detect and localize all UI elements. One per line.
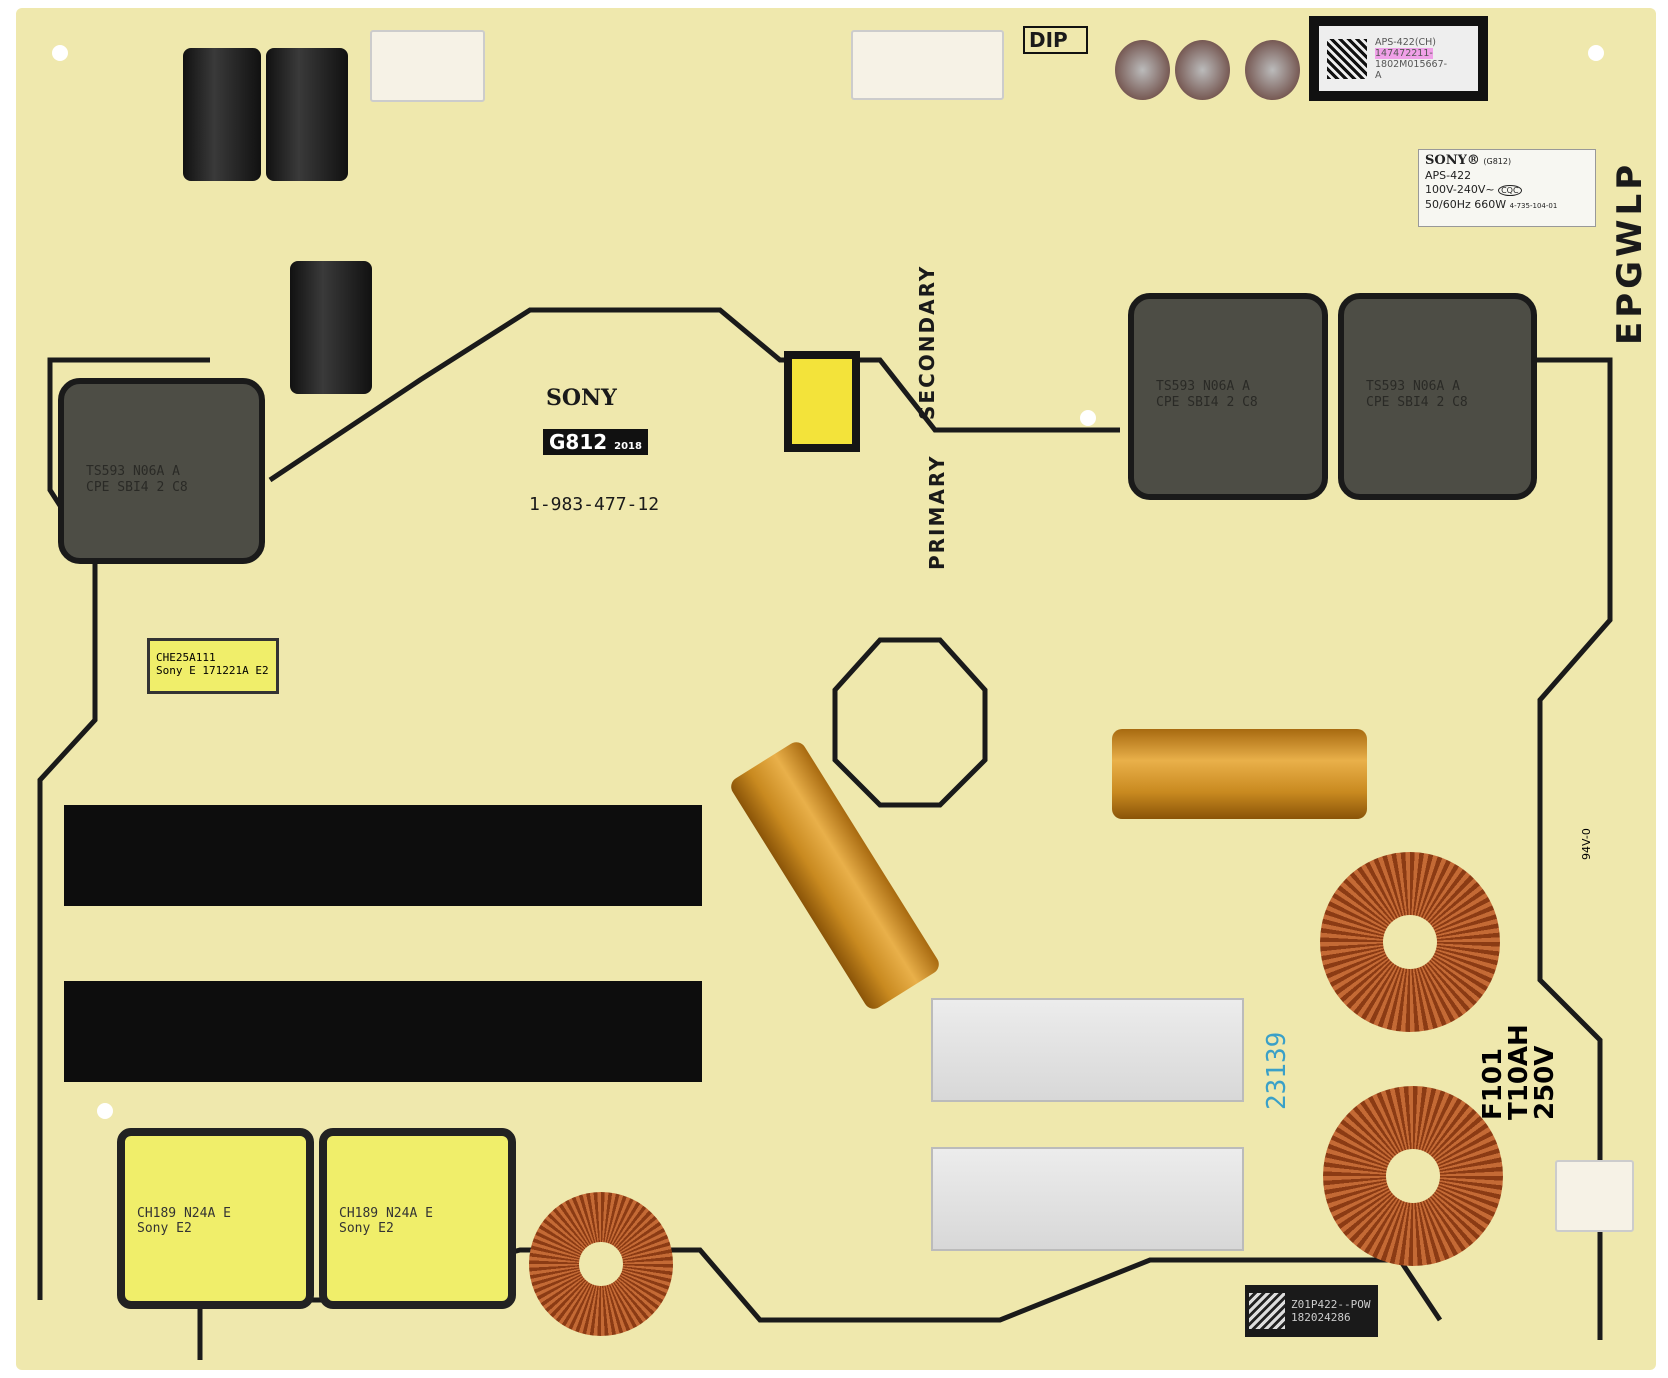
toroid-inductor xyxy=(529,1192,673,1336)
rating-voltage: 100V-240V~ xyxy=(1425,183,1495,196)
heatsink-d102 xyxy=(931,1147,1244,1251)
sticker-rev: A xyxy=(1375,69,1382,81)
rating-label: SONY® (G812) APS-422 100V-240V~ CQC 50/6… xyxy=(1418,149,1596,227)
serial-sticker: APS-422(CH) 147472211- 1802M015667- A xyxy=(1309,16,1488,101)
standby-transformer xyxy=(784,351,860,452)
toroid-inductor xyxy=(1323,1086,1503,1266)
fuse-voltage: 250V xyxy=(1530,1045,1560,1120)
sony-silkscreen: SONY xyxy=(546,385,617,411)
toroid-inductor xyxy=(1320,852,1500,1032)
model-badge: G812 2018 xyxy=(543,429,648,455)
heatsink-upper xyxy=(64,805,702,906)
model-badge-text: G812 xyxy=(549,430,608,454)
pow-number: 182024286 xyxy=(1291,1311,1351,1324)
small-capacitor xyxy=(1175,40,1230,100)
edge-code: EPGWLP xyxy=(1610,160,1650,345)
electrolytic-capacitor xyxy=(266,48,348,181)
electrolytic-capacitor xyxy=(290,261,372,394)
transformer-text: TS593 N06A A xyxy=(1156,379,1250,394)
ac-connector xyxy=(1555,1160,1634,1232)
fuse-rating: T10AH xyxy=(1504,1024,1534,1120)
fuse-silkscreen: F101 T10AH 250V xyxy=(1478,1024,1560,1120)
transformer-text: Sony E 171221A E2 xyxy=(156,664,269,677)
rating-power: 50/60Hz 660W xyxy=(1425,198,1507,211)
sticker-model: APS-422(CH) xyxy=(1375,36,1437,48)
transformer-text: CPE SBI4 2 C8 xyxy=(1156,395,1258,410)
flammability-mark: 94V-0 xyxy=(1580,828,1593,860)
primary-label: PRIMARY xyxy=(925,454,949,570)
ink-stamp: 23139 xyxy=(1262,1031,1292,1110)
transformer-text: Sony E2 xyxy=(339,1221,394,1236)
connector xyxy=(370,30,485,102)
rating-code: (G812) xyxy=(1483,157,1512,166)
heatsink-lower xyxy=(64,981,702,1082)
rating-model: APS-422 xyxy=(1425,169,1472,182)
transformer-text: TS593 N06A A xyxy=(86,464,180,479)
transformer-text: TS593 N06A A xyxy=(1366,379,1460,394)
transformer-text: CHE25A111 xyxy=(156,651,216,664)
rating-brand: SONY® xyxy=(1425,153,1480,168)
part-number: 1-983-477-12 xyxy=(529,494,660,515)
dip-label: DIP xyxy=(1023,26,1088,54)
transformer-text: CH189 N24A E xyxy=(339,1206,433,1221)
small-capacitor xyxy=(1115,40,1170,100)
fuse-id: F101 xyxy=(1478,1047,1508,1120)
cqc-mark: CQC xyxy=(1498,185,1522,196)
sticker-lot: 1802M015667- xyxy=(1375,58,1448,70)
year-text: 2018 xyxy=(614,441,642,452)
transformer-text: CPE SBI4 2 C8 xyxy=(1366,395,1468,410)
electrolytic-capacitor xyxy=(183,48,261,181)
qr-code xyxy=(1249,1293,1285,1329)
mounting-hole xyxy=(1588,45,1604,61)
connector xyxy=(851,30,1004,100)
pow-code: Z01P422--POW xyxy=(1291,1298,1371,1311)
transformer-text: CH189 N24A E xyxy=(137,1206,231,1221)
small-capacitor xyxy=(1245,40,1300,100)
transformer-text: CPE SBI4 2 C8 xyxy=(86,480,188,495)
secondary-label: SECONDARY xyxy=(915,264,939,420)
heatsink-d101 xyxy=(931,998,1244,1102)
mounting-hole xyxy=(52,45,68,61)
sticker-serial: 147472211- xyxy=(1375,47,1433,59)
datamatrix-code xyxy=(1327,38,1367,79)
mounting-hole xyxy=(1080,410,1096,426)
mounting-hole xyxy=(97,1103,113,1119)
rating-part: 4-735-104-01 xyxy=(1509,202,1558,210)
transformer-text: Sony E2 xyxy=(137,1221,192,1236)
bulk-capacitor-horizontal xyxy=(1112,729,1367,819)
